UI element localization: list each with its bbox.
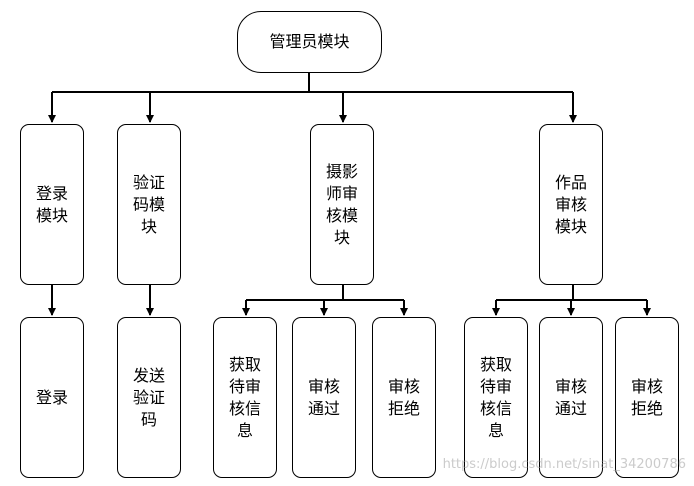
leaf-node-send-captcha: 发送验证码 [117, 317, 181, 478]
module-node-captcha: 验证码模块 [117, 124, 181, 285]
leaf-node-approve-photographer: 审核通过 [292, 317, 356, 478]
module-node-photographer-review: 摄影师审核模块 [310, 124, 374, 285]
leaf-node-get-pending-work: 获取待审核信息 [464, 317, 528, 478]
leaf-node-reject-photographer: 审核拒绝 [372, 317, 436, 478]
module-node-login: 登录模块 [20, 124, 84, 285]
leaf-node-login: 登录 [20, 317, 84, 478]
watermark-text: https://blog.csdn.net/sinat_34200786 [442, 457, 686, 472]
module-node-work-review: 作品审核模块 [539, 124, 603, 285]
leaf-node-get-pending-photographer: 获取待审核信息 [213, 317, 277, 478]
leaf-node-reject-work: 审核拒绝 [615, 317, 679, 478]
root-node: 管理员模块 [237, 11, 382, 73]
leaf-node-approve-work: 审核通过 [539, 317, 603, 478]
